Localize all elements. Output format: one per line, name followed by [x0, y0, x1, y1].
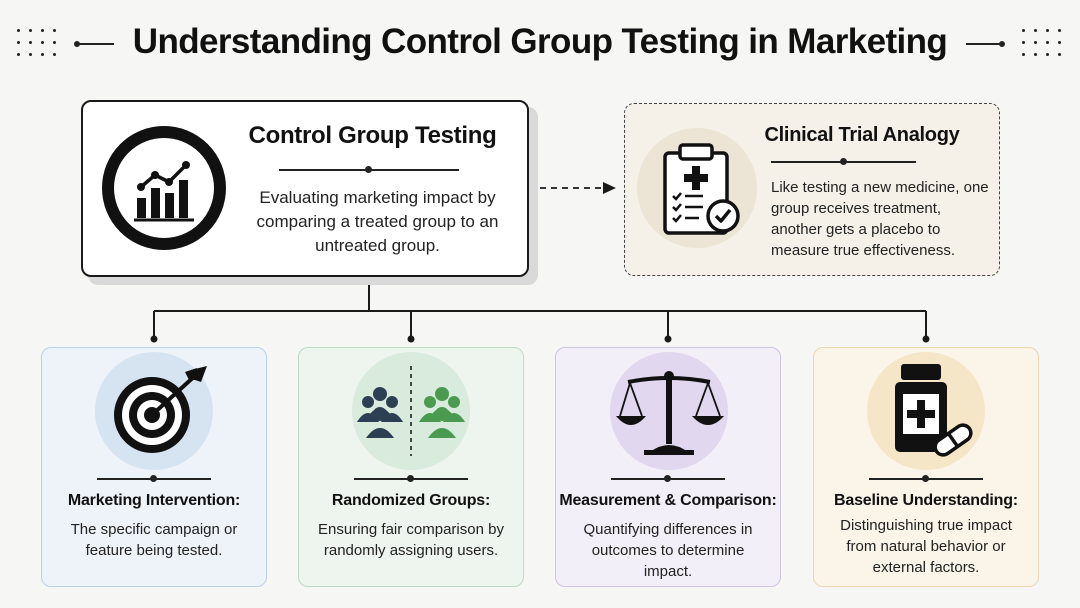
- decoration-dot: [1046, 29, 1049, 32]
- decoration-dot: [53, 53, 56, 56]
- decoration-dot: [1058, 29, 1061, 32]
- analogy-card-description: Like testing a new medicine, one group r…: [771, 179, 989, 259]
- decoration-dot: [1022, 41, 1025, 44]
- card-title: Baseline Understanding:: [834, 492, 1018, 509]
- card-description: Quantifying differences in outcomes to d…: [583, 521, 753, 580]
- analogy-card-separator-dot: [840, 158, 847, 165]
- user-groups-icon: [352, 352, 470, 470]
- page-title: Understanding Control Group Testing in M…: [132, 22, 948, 61]
- medicine-bottle-icon: [867, 352, 985, 470]
- decoration-dot: [29, 29, 32, 32]
- decoration-dot: [1022, 53, 1025, 56]
- decoration-dot: [1034, 41, 1037, 44]
- card-description: Ensuring fair comparison by randomly ass…: [318, 521, 504, 559]
- bar-chart-trend-icon: [102, 126, 226, 250]
- decoration-dot: [41, 41, 44, 44]
- decoration-dot: [17, 41, 20, 44]
- analogy-card-title: Clinical Trial Analogy: [764, 124, 960, 146]
- clipboard-checklist-icon: [663, 143, 740, 235]
- card-separator-dot: [664, 475, 671, 482]
- target-arrow-icon: [95, 352, 213, 470]
- decoration-dot: [1058, 53, 1061, 56]
- decoration-dot: [53, 41, 56, 44]
- title-rule-left: [78, 43, 114, 45]
- decoration-dot: [29, 41, 32, 44]
- decoration-dot: [41, 29, 44, 32]
- analogy-icon-circle: [637, 128, 757, 248]
- decoration-dot: [1046, 41, 1049, 44]
- decoration-dot: [53, 29, 56, 32]
- card-description: The specific campaign or feature being t…: [70, 521, 238, 559]
- decoration-dot: [1058, 41, 1061, 44]
- card-title: Marketing Intervention:: [67, 492, 241, 509]
- decoration-dot: [1034, 53, 1037, 56]
- card-description: Distinguishing true impact from natural …: [840, 517, 1012, 576]
- balance-scale-icon: [610, 352, 728, 470]
- card-separator-dot: [407, 475, 414, 482]
- title-rule-right: [966, 43, 1002, 45]
- card-separator-dot: [150, 475, 157, 482]
- dots-decoration-left: [17, 29, 61, 61]
- main-card-separator-dot: [365, 166, 372, 173]
- card-title: Randomized Groups:: [331, 492, 491, 509]
- main-card-title: Control Group Testing: [248, 122, 497, 149]
- dots-decoration-right: [1022, 29, 1066, 61]
- decoration-dot: [17, 29, 20, 32]
- decoration-dot: [29, 53, 32, 56]
- title-rule-dot-right: [999, 40, 1005, 47]
- decoration-dot: [1022, 29, 1025, 32]
- main-card-description: Evaluating marketing impact by comparing…: [256, 188, 499, 255]
- title-rule-dot-left: [74, 40, 80, 47]
- card-title: Measurement & Comparison:: [559, 492, 777, 509]
- decoration-dot: [41, 53, 44, 56]
- decoration-dot: [17, 53, 20, 56]
- card-separator-dot: [922, 475, 929, 482]
- decoration-dot: [1046, 53, 1049, 56]
- decoration-dot: [1034, 29, 1037, 32]
